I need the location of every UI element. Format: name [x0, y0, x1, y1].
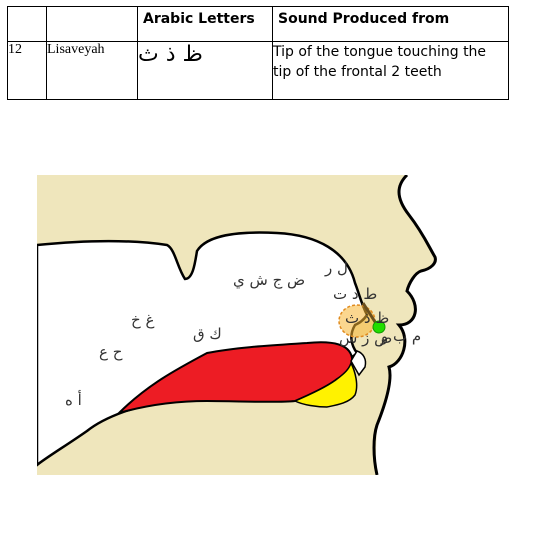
label-sad-zay-sin: ص ز س: [339, 329, 392, 347]
label-throat-lower: أ ه: [65, 390, 82, 409]
table-row: 12 Lisaveyah ظ ذ ث Tip of the tongue tou…: [7, 41, 509, 100]
label-dha-dhal-tha: ظ ذ ث: [345, 309, 389, 327]
row-number: 12: [7, 41, 47, 100]
label-throat-middle: ح ع: [99, 343, 123, 361]
table-header-row: Arabic Letters Sound Produced from: [7, 6, 509, 42]
header-number: [7, 6, 47, 42]
header-arabic-letters: Arabic Letters: [137, 6, 273, 42]
row-name: Lisaveyah: [46, 41, 138, 100]
row-description: Tip of the tongue touching the tip of th…: [272, 41, 509, 100]
contact-point-dot: [372, 320, 386, 334]
articulation-table: Arabic Letters Sound Produced from 12 Li…: [7, 6, 509, 100]
label-ta-da-ta: ط د ت: [333, 285, 377, 303]
label-throat-upper: غ خ: [131, 311, 154, 329]
face-profile-outline: [372, 175, 437, 475]
arabic-letters-text: ظ ذ ث: [138, 42, 203, 67]
row-arabic-letters: ظ ذ ث: [137, 41, 273, 100]
mouth-articulation-diagram: أ ه ح ع غ خ ك ق ض ج ش ي ل ر ط د ت ظ ذ ث …: [37, 175, 437, 475]
header-name: [46, 6, 138, 42]
label-mim-ba-waw: م ب و: [380, 327, 421, 345]
label-middle-tongue: ض ج ش ي: [233, 271, 305, 290]
upper-tooth-indicator: [361, 302, 379, 326]
header-sound-produced: Sound Produced from: [272, 6, 509, 42]
label-qaf-kaf: ك ق: [193, 325, 222, 343]
tongue-underside: [293, 361, 358, 408]
lower-tooth: [350, 350, 367, 377]
label-lam-ra: ل ر: [324, 259, 348, 277]
